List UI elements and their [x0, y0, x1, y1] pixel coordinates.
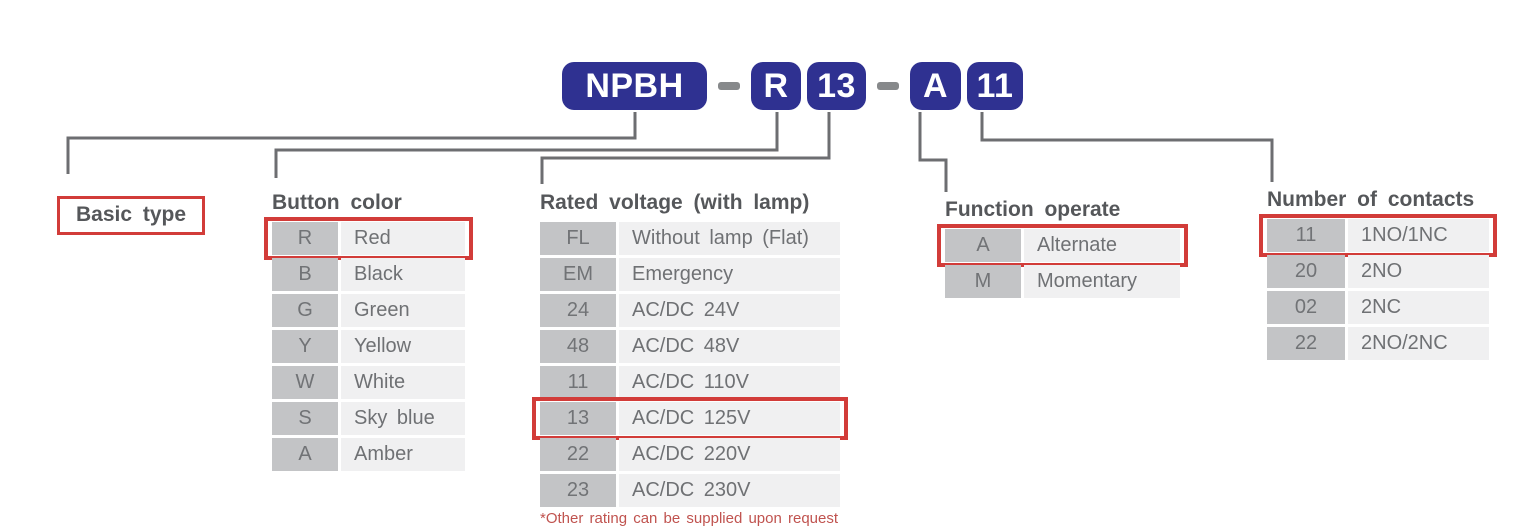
label-cell: AC/DC 230V: [619, 474, 840, 507]
code-cell: 22: [1267, 327, 1345, 360]
label-cell: Black: [341, 258, 465, 291]
code-cell: 11: [1267, 219, 1345, 252]
label-cell: 2NO: [1348, 255, 1489, 288]
function-operate-title: Function operate: [945, 198, 1121, 221]
code-cell: M: [945, 265, 1021, 298]
number-of-contacts-title: Number of contacts: [1267, 188, 1475, 211]
code-badge-a: A: [910, 62, 961, 110]
rated-voltage-title: Rated voltage (with lamp): [540, 191, 810, 214]
code-cell: EM: [540, 258, 616, 291]
button-color-title: Button color: [272, 191, 402, 214]
label-cell: 2NO/2NC: [1348, 327, 1489, 360]
code-cell: 20: [1267, 255, 1345, 288]
code-cell: A: [272, 438, 338, 471]
connector-basic-type: [66, 112, 637, 174]
code-badge-13: 13: [807, 62, 866, 110]
basic-type-title: Basic type: [76, 203, 187, 226]
label-cell: AC/DC 48V: [619, 330, 840, 363]
code-dash: [718, 82, 740, 90]
label-cell: Amber: [341, 438, 465, 471]
label-cell: Without lamp (Flat): [619, 222, 840, 255]
code-cell: A: [945, 229, 1021, 262]
code-cell: S: [272, 402, 338, 435]
code-cell: 48: [540, 330, 616, 363]
code-cell: 24: [540, 294, 616, 327]
label-cell: Momentary: [1024, 265, 1180, 298]
label-cell: Yellow: [341, 330, 465, 363]
connector-rated-voltage: [540, 112, 831, 184]
code-cell: FL: [540, 222, 616, 255]
code-badge-r: R: [751, 62, 801, 110]
label-cell: Green: [341, 294, 465, 327]
label-cell: Red: [341, 222, 465, 255]
code-cell: B: [272, 258, 338, 291]
code-cell: 22: [540, 438, 616, 471]
label-cell: AC/DC 110V: [619, 366, 840, 399]
basic-type-label: Basic type: [57, 196, 206, 235]
code-cell: 02: [1267, 291, 1345, 324]
code-cell: Y: [272, 330, 338, 363]
code-dash: [877, 82, 899, 90]
label-cell: AC/DC 24V: [619, 294, 840, 327]
connector-button-color: [274, 112, 779, 178]
code-cell: 23: [540, 474, 616, 507]
connector-number-of-contacts: [980, 112, 1274, 182]
connector-function-operate: [918, 112, 948, 192]
label-cell: White: [341, 366, 465, 399]
code-cell: R: [272, 222, 338, 255]
label-cell: Emergency: [619, 258, 840, 291]
label-cell: 1NO/1NC: [1348, 219, 1489, 252]
label-cell: Sky blue: [341, 402, 465, 435]
code-cell: 11: [540, 366, 616, 399]
rated-voltage-footnote: *Other rating can be supplied upon reque…: [540, 510, 839, 527]
label-cell: AC/DC 220V: [619, 438, 840, 471]
code-badge-npbh: NPBH: [562, 62, 707, 110]
code-badge-11: 11: [967, 62, 1023, 110]
code-cell: 13: [540, 402, 616, 435]
label-cell: AC/DC 125V: [619, 402, 840, 435]
label-cell: Alternate: [1024, 229, 1180, 262]
code-cell: W: [272, 366, 338, 399]
label-cell: 2NC: [1348, 291, 1489, 324]
code-cell: G: [272, 294, 338, 327]
